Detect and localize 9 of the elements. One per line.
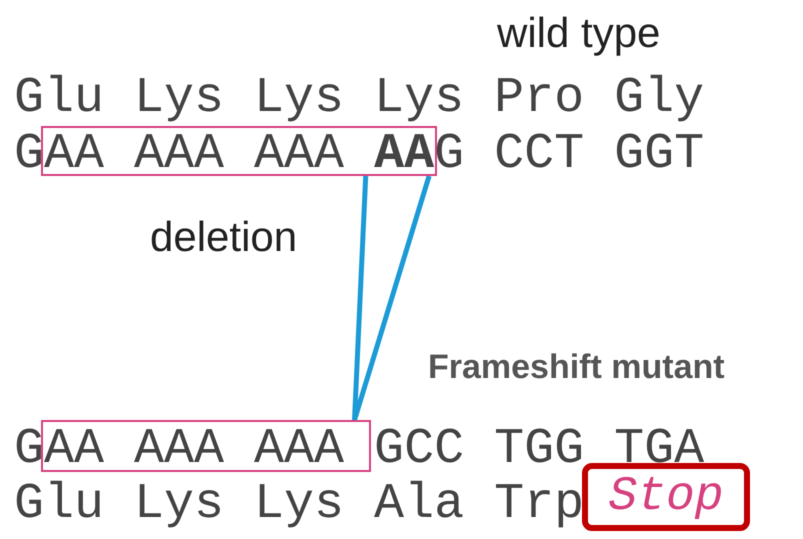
stop-codon-box [582, 463, 750, 531]
heading: wild type [497, 12, 660, 54]
deletion-line [352, 175, 432, 421]
amino-acid-sequence: Glu Lys Lys Lys Pro Gly [14, 74, 704, 124]
stop-label: Stop [608, 470, 724, 524]
deletion-line [352, 176, 368, 420]
annotation-label: deletion [150, 216, 298, 258]
heading: Frameshift mutant [428, 350, 725, 384]
amino-acid-sequence: Glu Lys Lys Ala Trp [14, 480, 584, 530]
